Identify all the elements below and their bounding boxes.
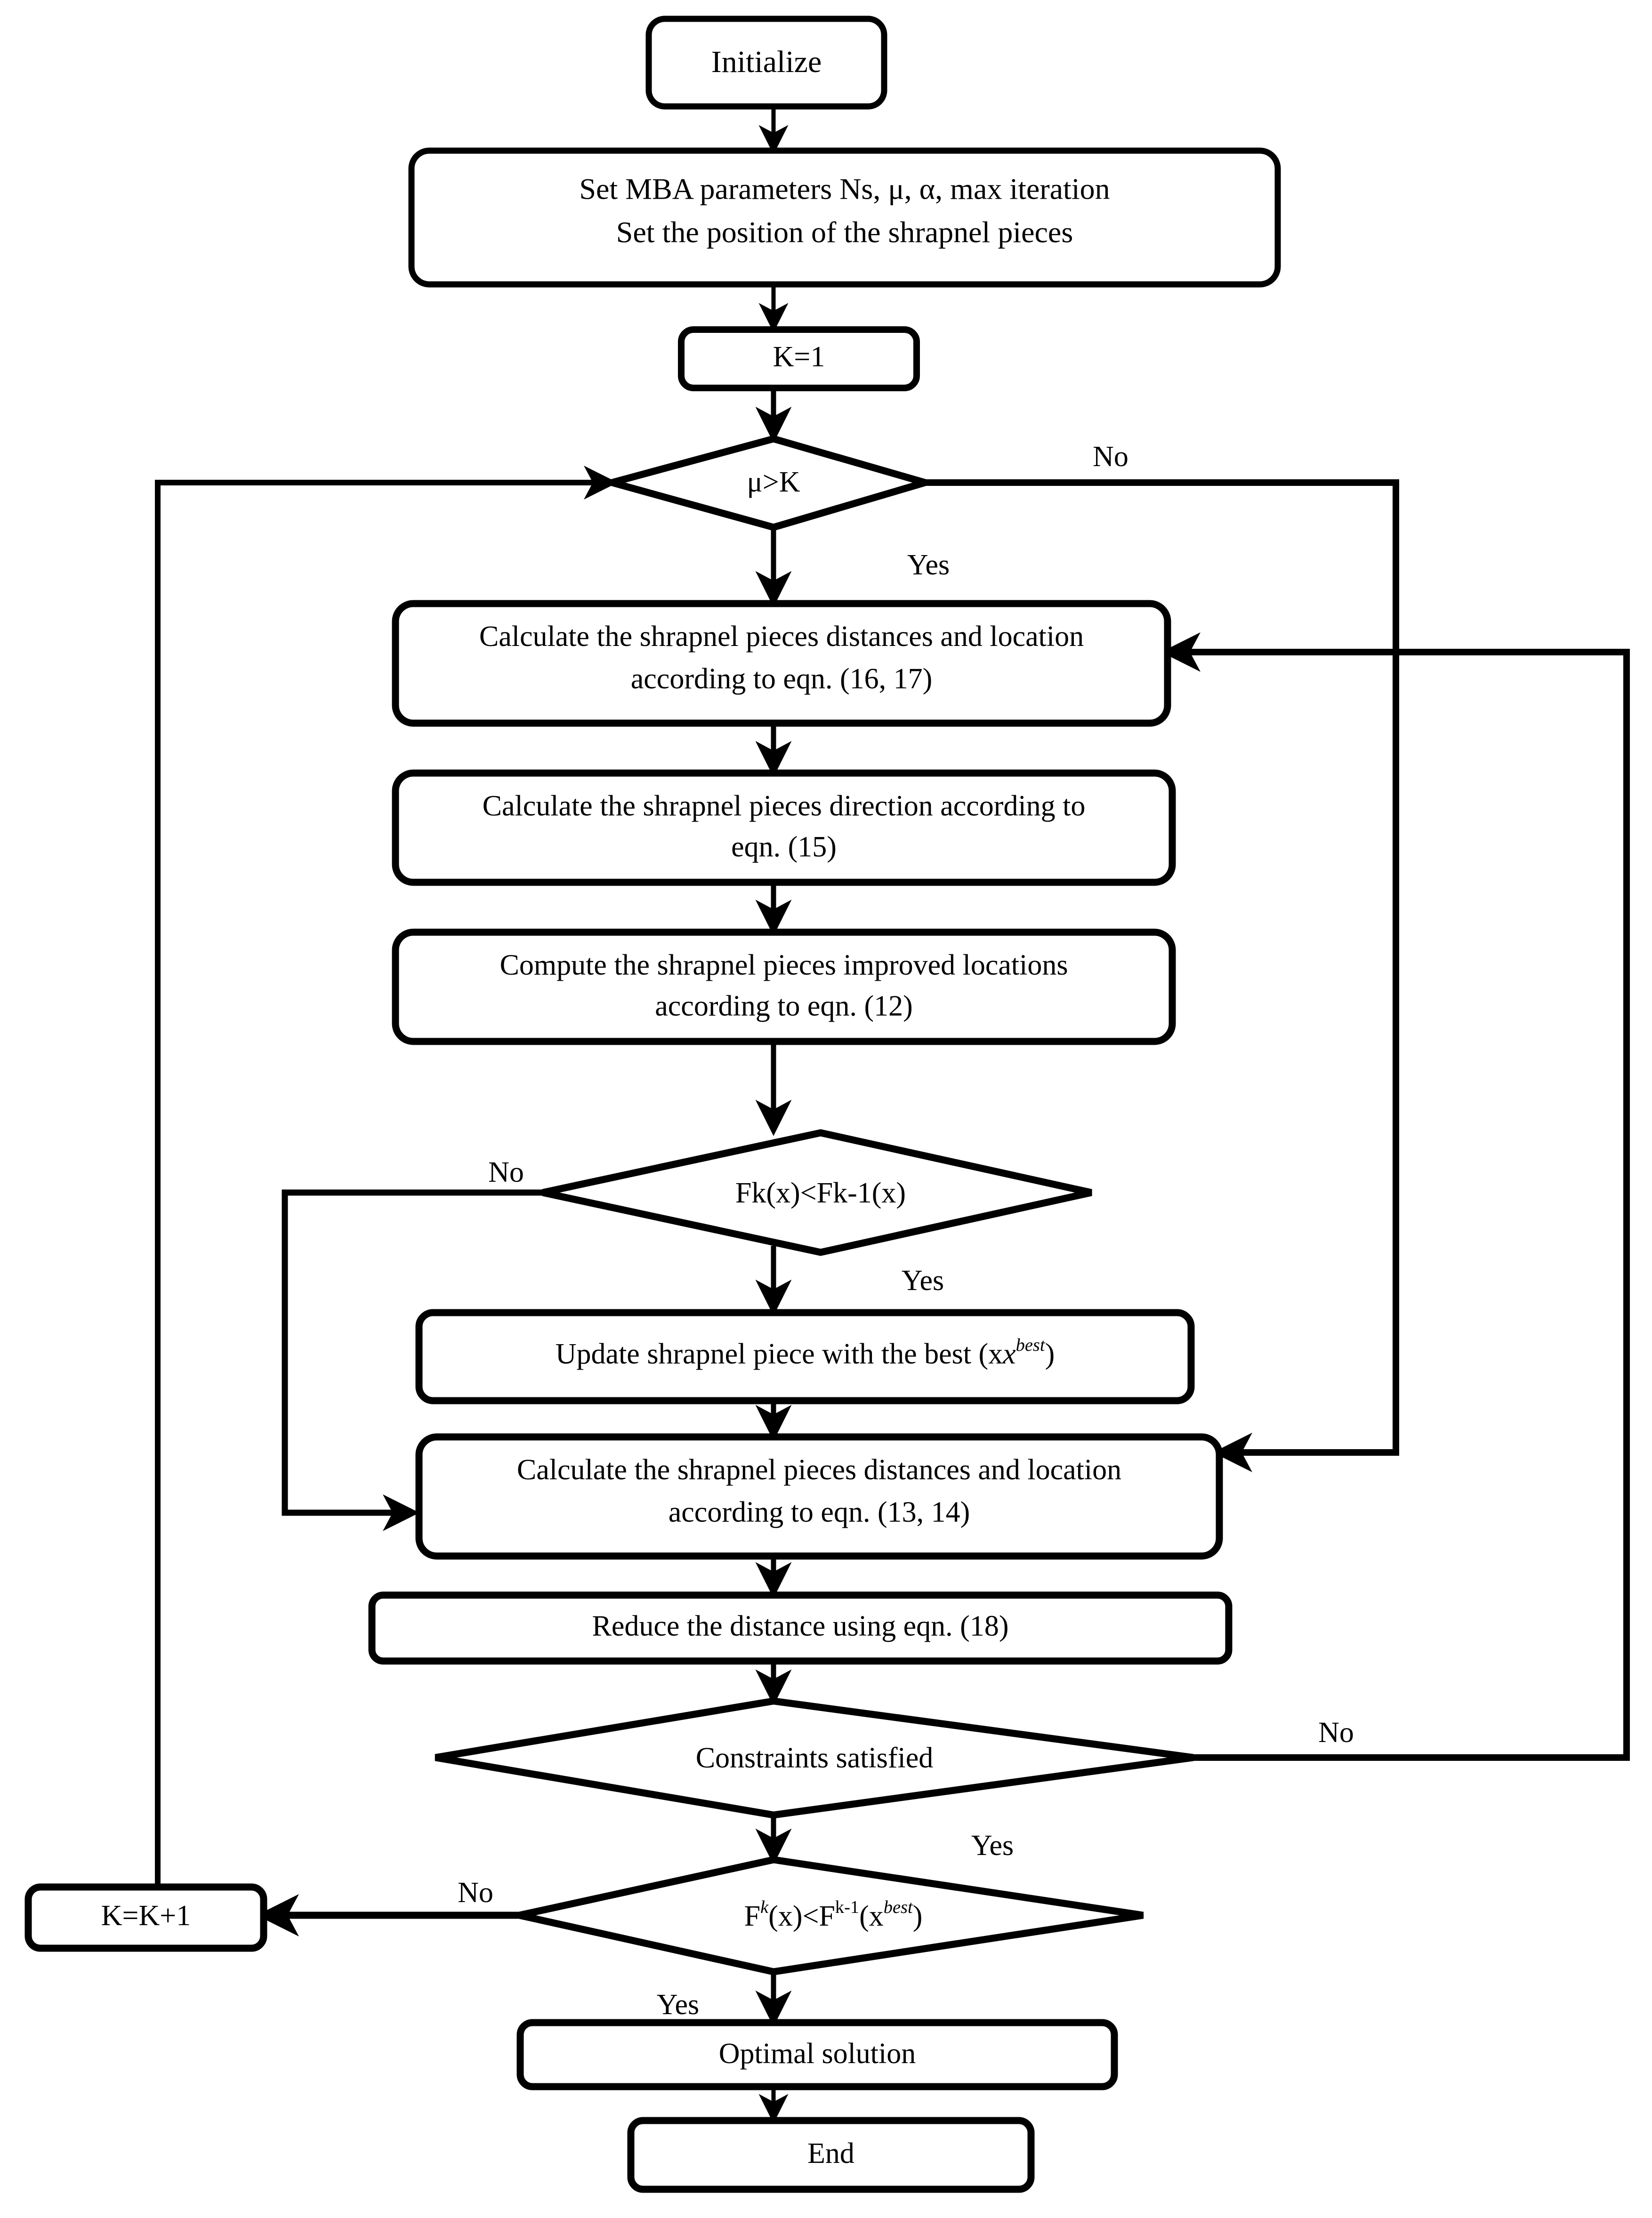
edge-label-fkcompare-no: No bbox=[488, 1156, 524, 1188]
node-mu-gt-k-label: μ>K bbox=[747, 466, 800, 498]
edge-label-fkcompare-yes: Yes bbox=[902, 1265, 944, 1297]
node-fk-best-label: Fk(x)<Fk-1(xbest) bbox=[744, 1897, 923, 1932]
node-calc-13-14[interactable]: Calculate the shrapnel pieces distances … bbox=[415, 1433, 1223, 1560]
node-update-best-suffix: ) bbox=[1045, 1338, 1055, 1370]
node-calc-13-14-line2: according to eqn. (13, 14) bbox=[669, 1496, 970, 1528]
node-mu-gt-k[interactable]: μ>K bbox=[598, 435, 938, 531]
node-calc-16-17[interactable]: Calculate the shrapnel pieces distances … bbox=[392, 600, 1171, 727]
node-calc-16-17-line2: according to eqn. (16, 17) bbox=[631, 663, 932, 695]
node-update-best[interactable]: Update shrapnel piece with the best (xxb… bbox=[415, 1309, 1195, 1404]
edge-label-mugtk-no: No bbox=[1093, 441, 1128, 473]
edge-label-fkbest-yes: Yes bbox=[657, 1989, 699, 2021]
edge-kplus1-to-mugtk bbox=[155, 466, 618, 1886]
node-calc-dir-15-line1: Calculate the shrapnel pieces direction … bbox=[483, 790, 1086, 822]
edge-label-constraints-no: No bbox=[1318, 1717, 1354, 1749]
node-calc-dir-15[interactable]: Calculate the shrapnel pieces direction … bbox=[392, 769, 1176, 886]
node-calc-16-17-line1: Calculate the shrapnel pieces distances … bbox=[479, 621, 1084, 653]
edge-label-fkbest-no: No bbox=[458, 1877, 493, 1909]
node-k-plus-1-label: K=K+1 bbox=[101, 1900, 191, 1932]
node-end-label: End bbox=[807, 2137, 854, 2170]
node-initialize-label: Initialize bbox=[711, 45, 822, 79]
node-update-best-label: Update shrapnel piece with the best (xxb… bbox=[556, 1335, 1055, 1370]
node-calc-dir-15-line2: eqn. (15) bbox=[731, 831, 837, 863]
node-fk-best-best: best bbox=[884, 1897, 913, 1917]
node-fk-compare[interactable]: Fk(x)<Fk-1(x) bbox=[542, 1129, 1092, 1256]
node-optimal[interactable]: Optimal solution bbox=[516, 2019, 1118, 2090]
node-compute-12[interactable]: Compute the shrapnel pieces improved loc… bbox=[392, 928, 1176, 1045]
node-set-params-line1: Set MBA parameters Ns, μ, α, max iterati… bbox=[579, 172, 1110, 206]
node-update-best-prefix: Update shrapnel piece with the best (x bbox=[556, 1338, 1003, 1370]
node-fk-best-km1: k-1 bbox=[835, 1897, 859, 1917]
node-fk-best-k: k bbox=[760, 1897, 769, 1917]
node-set-params[interactable]: Set MBA parameters Ns, μ, α, max iterati… bbox=[408, 147, 1281, 288]
edge-mugtk-no bbox=[925, 479, 1399, 1472]
node-fk-best[interactable]: Fk(x)<Fk-1(xbest) bbox=[518, 1856, 1144, 1976]
edge-label-mugtk-yes: Yes bbox=[907, 549, 950, 581]
edge-constraints-no bbox=[1161, 632, 1630, 1761]
node-fk-best-open: (x bbox=[859, 1900, 884, 1932]
node-compute-12-line1: Compute the shrapnel pieces improved loc… bbox=[500, 949, 1068, 981]
node-set-params-line2: Set the position of the shrapnel pieces bbox=[616, 216, 1073, 249]
node-k-plus-1[interactable]: K=K+1 bbox=[24, 1883, 267, 1952]
node-fk-best-close: ) bbox=[913, 1900, 923, 1932]
node-end[interactable]: End bbox=[627, 2117, 1035, 2193]
node-fk-compare-label: Fk(x)<Fk-1(x) bbox=[735, 1177, 906, 1209]
node-fk-best-x: (x)<F bbox=[768, 1900, 835, 1932]
edge-fkcompare-no bbox=[282, 1189, 543, 1531]
node-update-best-sup: best bbox=[1016, 1335, 1046, 1355]
node-k-equals-1-label: K=1 bbox=[773, 341, 825, 373]
node-calc-13-14-line1: Calculate the shrapnel pieces distances … bbox=[517, 1454, 1121, 1486]
node-reduce-18[interactable]: Reduce the distance using eqn. (18) bbox=[368, 1591, 1233, 1665]
node-constraints-label: Constraints satisfied bbox=[696, 1742, 934, 1774]
node-initialize[interactable]: Initialize bbox=[645, 16, 887, 110]
connectors bbox=[155, 106, 1630, 2124]
node-optimal-label: Optimal solution bbox=[719, 2038, 916, 2070]
node-reduce-18-label: Reduce the distance using eqn. (18) bbox=[592, 1610, 1009, 1642]
node-constraints[interactable]: Constraints satisfied bbox=[435, 1697, 1194, 1819]
node-k-equals-1[interactable]: K=1 bbox=[678, 326, 920, 391]
node-compute-12-line2: according to eqn. (12) bbox=[655, 990, 912, 1022]
node-fk-best-f: F bbox=[744, 1900, 760, 1932]
edge-label-constraints-yes: Yes bbox=[971, 1830, 1014, 1862]
